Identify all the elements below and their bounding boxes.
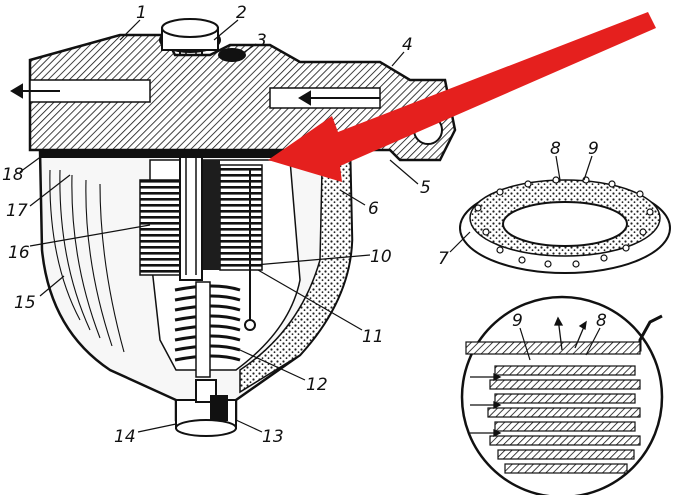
callout-10: 10 xyxy=(370,247,392,267)
drain-washer xyxy=(210,395,228,421)
level-ball xyxy=(244,319,256,331)
element-core xyxy=(200,160,220,270)
bowl-shading xyxy=(49,169,125,353)
spring xyxy=(174,284,241,362)
filter-element-left xyxy=(139,179,181,276)
callout-13: 13 xyxy=(262,427,284,447)
detail-flow-arrows xyxy=(470,316,587,438)
callout-7: 7 xyxy=(438,249,449,269)
callout-16: 16 xyxy=(8,243,30,263)
callout-2: 2 xyxy=(236,3,247,23)
bowl-cutaway-stipple xyxy=(239,149,353,394)
callout-1: 1 xyxy=(136,3,147,23)
washer xyxy=(218,48,246,62)
filter-disc xyxy=(459,176,671,274)
bowl-seal xyxy=(40,150,350,158)
leader-lines xyxy=(19,19,593,433)
red-pointer-arrow xyxy=(268,12,656,182)
callout-15: 15 xyxy=(14,293,36,313)
filter-element-right xyxy=(219,164,263,271)
callout-8-disc: 8 xyxy=(550,139,561,159)
magnified-detail xyxy=(460,295,664,495)
callout-4: 4 xyxy=(402,35,413,55)
callout-9-detail: 9 xyxy=(512,311,523,331)
callout-8-detail: 8 xyxy=(596,311,607,331)
callout-6: 6 xyxy=(368,199,379,219)
disc-stack xyxy=(487,365,641,474)
callout-3: 3 xyxy=(256,31,267,51)
spring-guide xyxy=(195,281,211,378)
callout-18: 18 xyxy=(2,165,24,185)
inlet-arrow xyxy=(298,90,380,106)
callout-9-disc: 9 xyxy=(588,139,599,159)
callout-12: 12 xyxy=(306,375,328,395)
flow-arrows xyxy=(271,193,288,245)
outlet-arrow xyxy=(10,83,60,99)
callout-17: 17 xyxy=(6,201,28,221)
callout-14: 14 xyxy=(114,427,136,447)
filter-body xyxy=(10,18,457,437)
callout-labels: 1 2 3 4 5 6 7 8 9 10 11 12 13 14 15 16 1… xyxy=(2,3,607,447)
callout-5: 5 xyxy=(420,178,431,198)
callout-11: 11 xyxy=(362,327,384,347)
